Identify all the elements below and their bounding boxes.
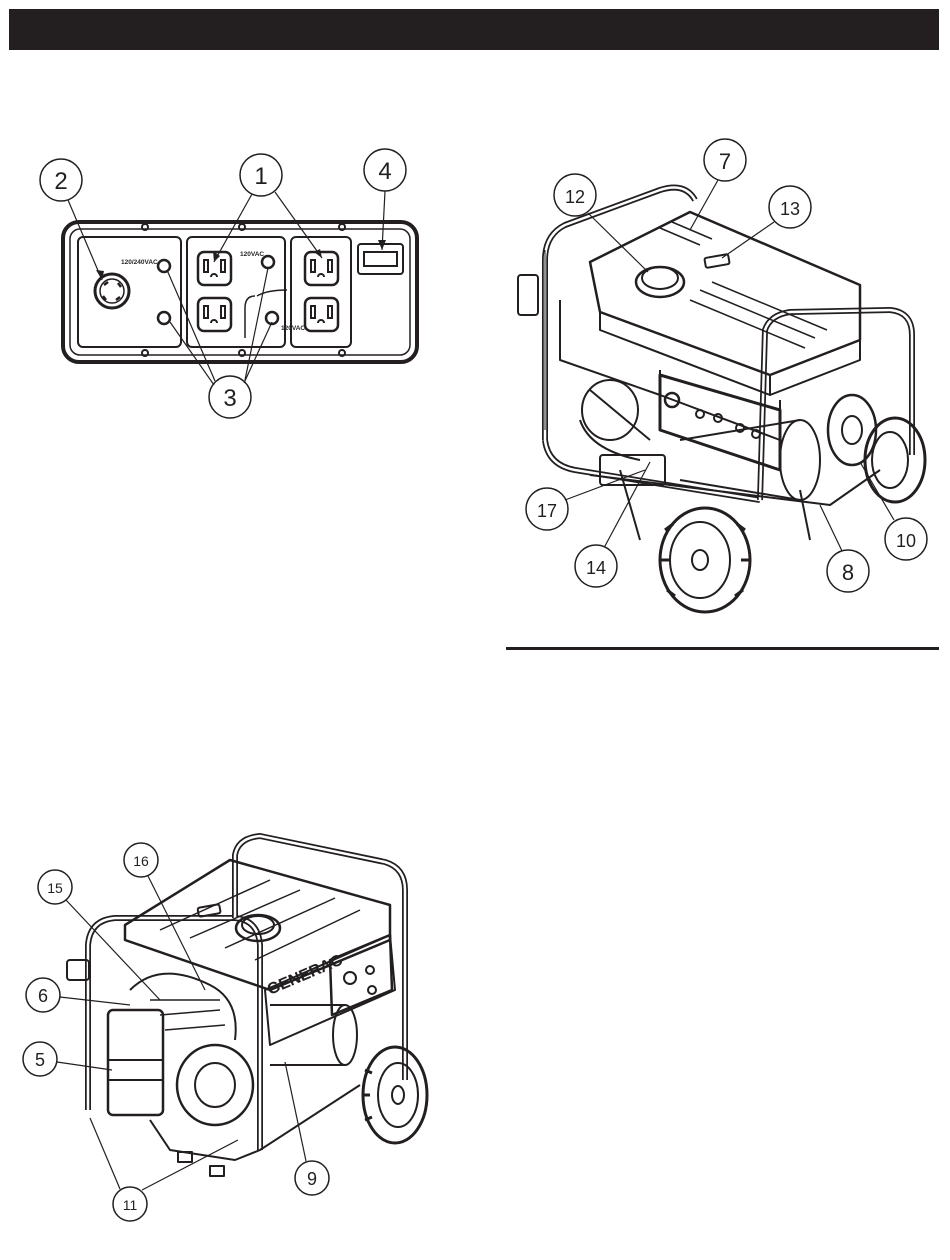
callout-5-text: 5 — [35, 1050, 45, 1070]
callout-11-text: 11 — [123, 1197, 138, 1213]
callout-15-text: 15 — [47, 880, 63, 896]
callout-6-text: 6 — [38, 986, 48, 1006]
engine-flywheel — [177, 1045, 253, 1125]
brand-label: GENERAC — [265, 952, 346, 999]
callout-16-text: 16 — [133, 853, 149, 869]
air-filter — [108, 1010, 163, 1115]
callout-9-text: 9 — [307, 1169, 317, 1189]
